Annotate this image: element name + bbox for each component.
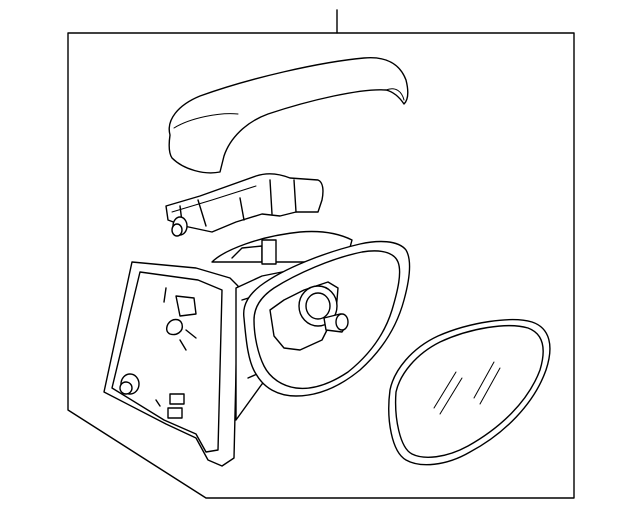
turn-signal-lamp bbox=[165, 173, 324, 237]
mirror-housing-base bbox=[103, 230, 411, 467]
assembly-frame bbox=[67, 32, 575, 499]
mirror-glass bbox=[388, 319, 551, 466]
mirror-cover-cap bbox=[168, 57, 409, 174]
